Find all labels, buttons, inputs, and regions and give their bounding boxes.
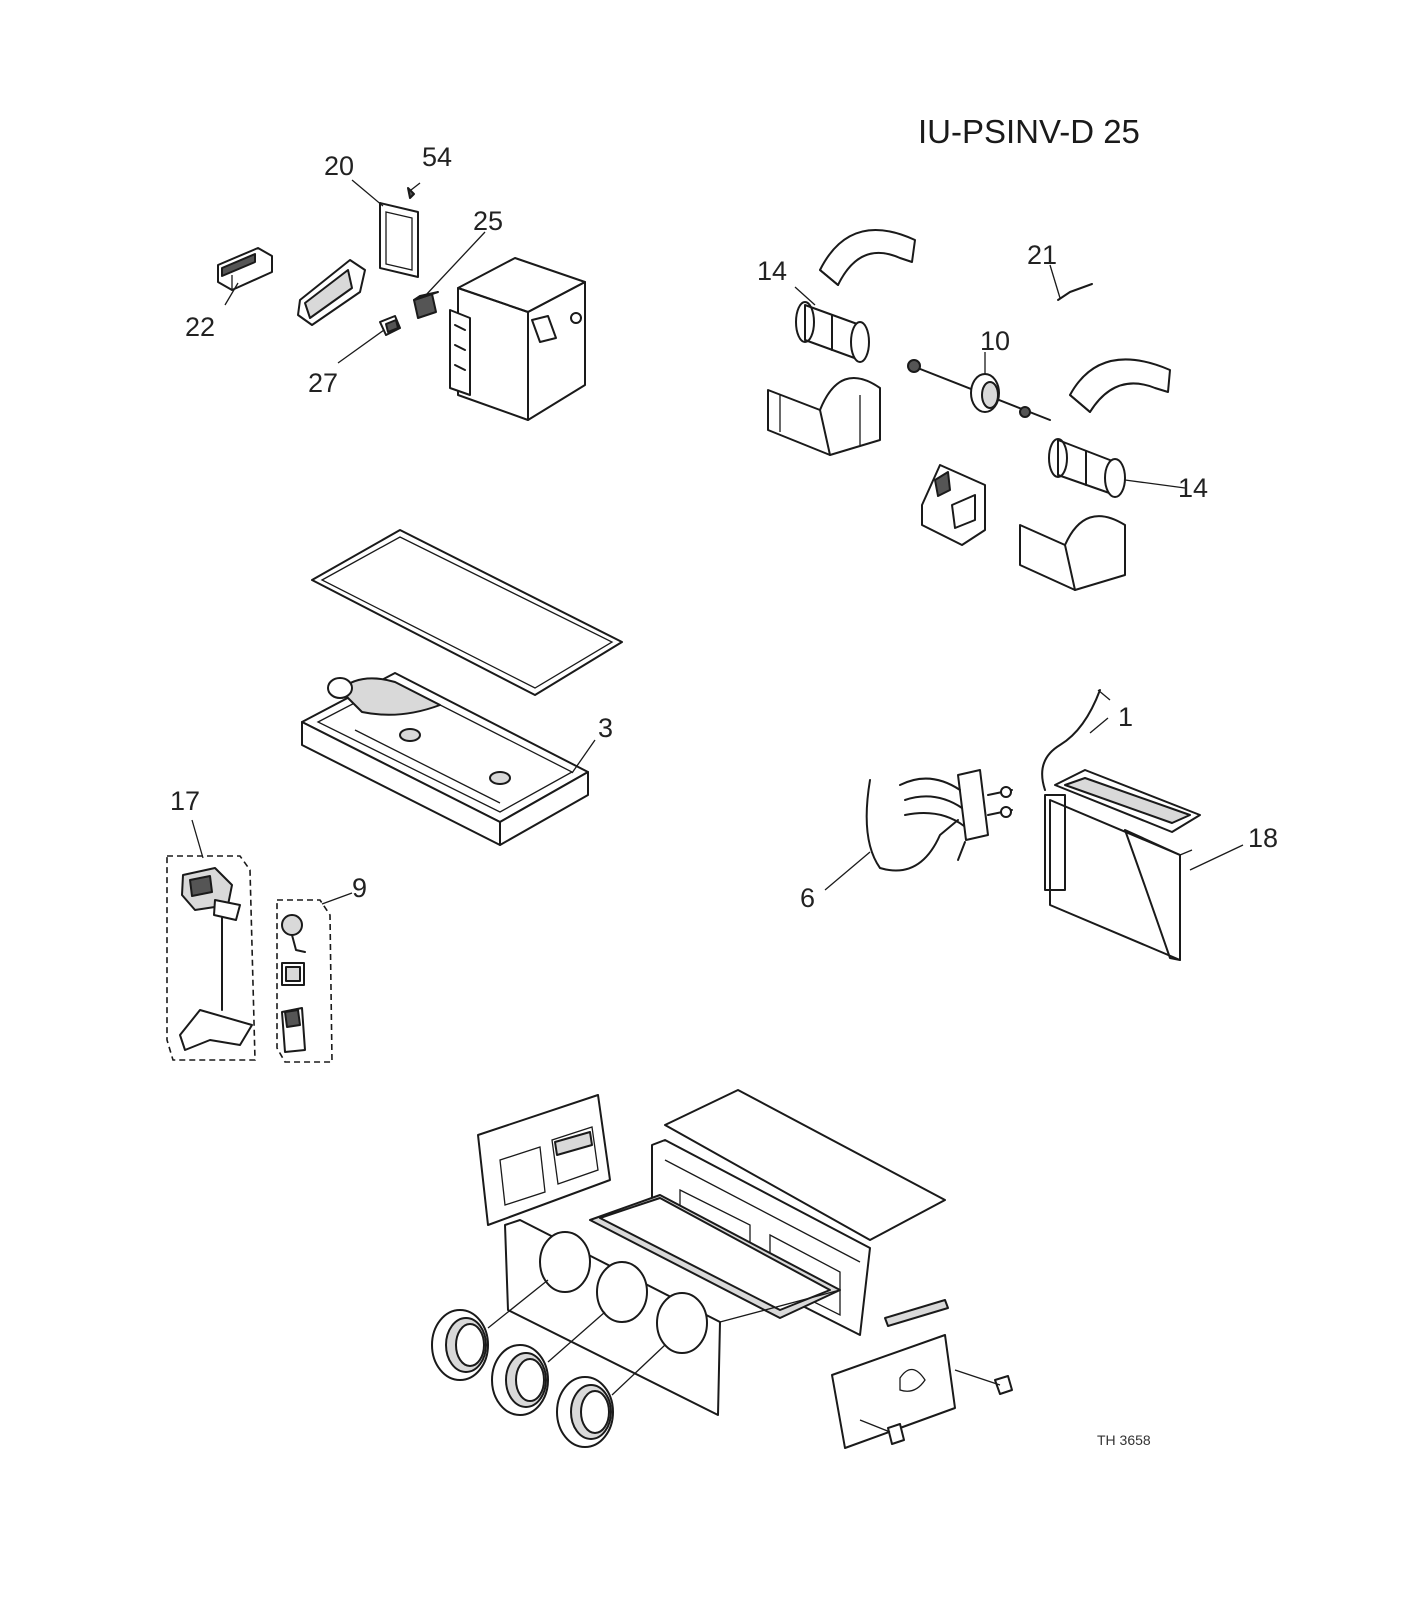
evaporator-coil-18 bbox=[1044, 769, 1201, 961]
blower-wheel-left-14 bbox=[795, 301, 870, 363]
insulation-top-panel bbox=[664, 1089, 946, 1241]
part-label-20: 20 bbox=[324, 151, 354, 181]
rod-21 bbox=[1057, 283, 1093, 301]
sensor-cable-1 bbox=[1041, 689, 1101, 791]
cabinet-casing-group bbox=[431, 1089, 1013, 1449]
mounting-bracket bbox=[297, 259, 366, 326]
heat-exchanger-group bbox=[824, 689, 1244, 961]
part-label-14-right: 14 bbox=[1178, 473, 1208, 503]
fan-motor-10 bbox=[907, 359, 1051, 421]
part-label-9: 9 bbox=[352, 873, 367, 903]
relay-25 bbox=[413, 291, 439, 319]
part-label-54: 54 bbox=[422, 142, 452, 172]
part-label-22: 22 bbox=[185, 312, 215, 342]
part-label-6: 6 bbox=[800, 883, 815, 913]
duct-ring-2 bbox=[491, 1344, 549, 1416]
part-label-3: 3 bbox=[598, 713, 613, 743]
diagram-title: IU-PSINV-D 25 bbox=[918, 113, 1140, 150]
terminal-block-22 bbox=[217, 247, 273, 291]
end-panel bbox=[831, 1299, 1013, 1449]
distributor-piping bbox=[899, 769, 1013, 861]
drain-pan-3 bbox=[301, 672, 589, 846]
fan-assembly-group bbox=[767, 229, 1186, 591]
blower-wheel-right-14 bbox=[1048, 438, 1126, 498]
component-27 bbox=[379, 315, 401, 336]
drain-pump-group-17 bbox=[166, 819, 256, 1061]
drain-pan-group bbox=[301, 529, 623, 846]
part-label-14-left: 14 bbox=[757, 256, 787, 286]
control-box-group bbox=[217, 179, 586, 421]
capillary-6 bbox=[865, 779, 959, 872]
part-label-27: 27 bbox=[308, 368, 338, 398]
part-label-1: 1 bbox=[1118, 702, 1133, 732]
part-label-21: 21 bbox=[1027, 240, 1057, 270]
front-duct-panel bbox=[504, 1194, 841, 1416]
part-label-17: 17 bbox=[170, 786, 200, 816]
drawing-code: TH 3658 bbox=[1097, 1432, 1151, 1448]
duct-ring-1 bbox=[431, 1309, 489, 1381]
rear-panel bbox=[477, 1094, 611, 1226]
pcb-plate-20 bbox=[379, 187, 419, 278]
electrical-box bbox=[449, 257, 586, 421]
duct-ring-3 bbox=[556, 1376, 614, 1448]
part-label-18: 18 bbox=[1248, 823, 1278, 853]
part-label-10: 10 bbox=[980, 326, 1010, 356]
float-switch-group-9 bbox=[276, 892, 353, 1063]
part-label-25: 25 bbox=[473, 206, 503, 236]
